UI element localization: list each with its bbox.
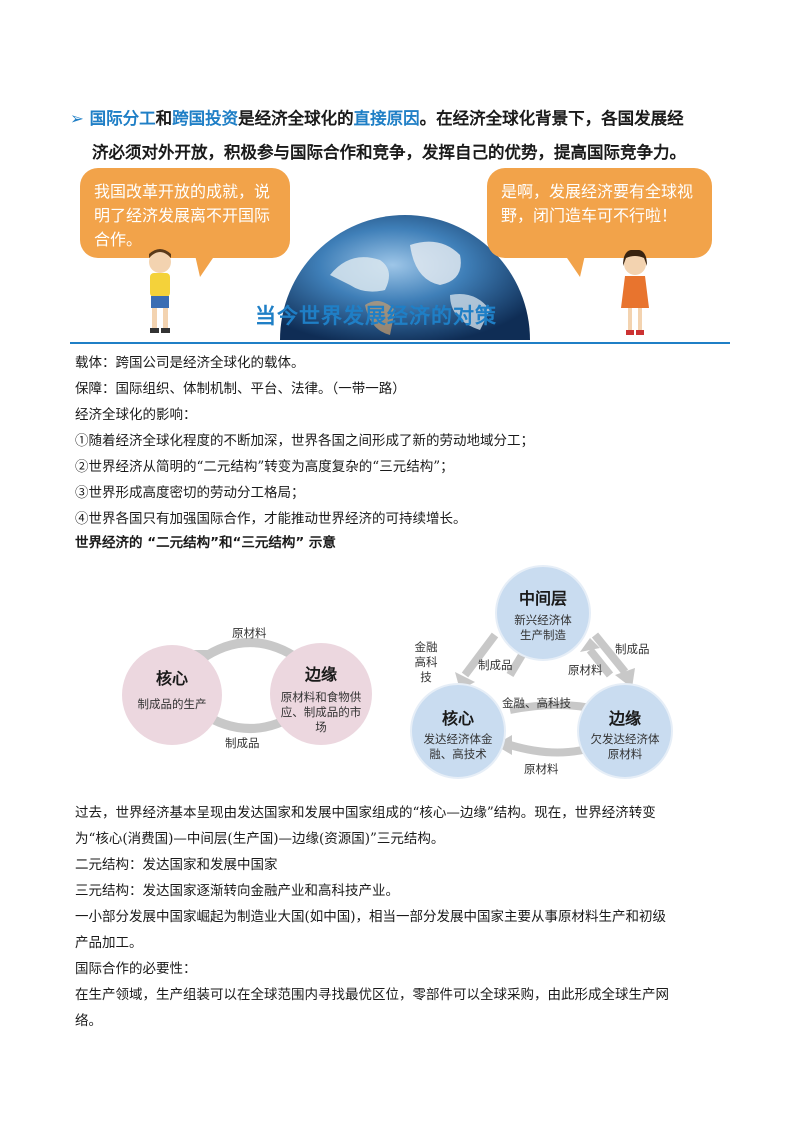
- triple-edge-subtitle: 欠发达经济体原材料: [590, 732, 660, 761]
- bubble-tail-right: [565, 255, 585, 277]
- boy-cartoon-icon: [149, 249, 171, 333]
- triple-mid-subtitle: 新兴经济体生产制造: [514, 613, 572, 642]
- text-line-impact-3: ③世界形成高度密切的劳动分工格局；: [75, 485, 305, 501]
- globe-title: 当今世界发展经济的对策: [255, 304, 497, 328]
- triple-mid-circle: 中间层 新兴经济体生产制造: [495, 565, 591, 661]
- dual-edge-circle: 边缘 原材料和食物供应、制成品的市场: [270, 643, 372, 745]
- para-line-6: 产品加工。: [75, 935, 143, 951]
- text-line-impact-4: ④世界各国只有加强国际合作，才能推动世界经济的可持续增长。: [75, 511, 467, 527]
- dual-label-manuf: 制成品: [225, 736, 260, 750]
- speech-bubble-right: 是啊，发展经济要有全球视野，闭门造车可不行啦！: [487, 168, 712, 258]
- intro-line-1: ➢ 国际分工和跨国投资是经济全球化的直接原因。在经济全球化背景下，各国发展经: [70, 102, 720, 136]
- dual-core-title: 核心: [155, 669, 188, 688]
- term-investment: 跨国投资: [172, 109, 239, 128]
- triple-core-subtitle: 发达经济体金融、高技术: [423, 732, 493, 761]
- triple-core-title: 核心: [441, 709, 474, 728]
- text-line1-tail: 。在经济全球化背景下，各国发展经: [419, 109, 684, 128]
- triple-label-finance: 金融高科技: [414, 640, 438, 684]
- girl-cartoon-icon: [621, 250, 649, 335]
- triple-label-manuf-left: 制成品: [478, 658, 513, 672]
- para-line-1: 过去，世界经济基本呈现由发达国家和发展中国家组成的“核心—边缘”结构。现在，世界…: [75, 805, 656, 821]
- text-line-impact-2: ②世界经济从简明的“二元结构”转变为高度复杂的“三元结构”；: [75, 459, 454, 475]
- dual-edge-title: 边缘: [304, 665, 337, 684]
- text-line-impact-heading: 经济全球化的影响：: [75, 407, 197, 423]
- diagram-heading: 世界经济的 “二元结构”和“三元结构” 示意: [75, 535, 336, 551]
- triple-label-raw-bottom: 原材料: [524, 762, 559, 776]
- triple-edge-circle: 边缘 欠发达经济体原材料: [577, 683, 673, 779]
- text-line-impact-1: ①随着经济全球化程度的不断加深，世界各国之间形成了新的劳动地域分工；: [75, 433, 534, 449]
- speech-bubble-left: 我国改革开放的成就，说明了经济发展离不开国际合作。: [80, 168, 290, 258]
- triple-label-finance-tech: 金融、高科技: [502, 696, 571, 710]
- header-divider: [70, 342, 730, 344]
- dual-label-raw: 原材料: [232, 626, 267, 640]
- dual-core-circle: 核心 制成品的生产: [122, 645, 222, 745]
- para-line-8: 在生产领域，生产组装可以在全球范围内寻找最优区位，零部件可以全球采购，由此形成全…: [75, 987, 669, 1003]
- term-direct-cause: 直接原因: [353, 109, 420, 128]
- bubble-tail-left: [195, 255, 215, 277]
- triple-label-manuf-right: 制成品: [615, 642, 650, 656]
- bullet-arrow-icon: ➢: [70, 109, 90, 128]
- intro-line-2: 济必须对外开放，积极参与国际合作和竞争，发挥自己的优势，提高国际竞争力。: [92, 143, 686, 162]
- para-line-2: 为“核心(消费国)—中间层(生产国)—边缘(资源国)”三元结构。: [75, 831, 445, 847]
- triple-label-raw-mid: 原材料: [568, 663, 603, 677]
- dual-edge-subtitle: 原材料和食物供应、制成品的市场: [280, 690, 362, 734]
- para-line-9: 络。: [75, 1013, 102, 1029]
- globe-illustration: [280, 215, 530, 340]
- para-line-7: 国际合作的必要性：: [75, 961, 197, 977]
- term-division: 国际分工: [89, 109, 156, 128]
- text-line-guarantee: 保障：国际组织、体制机制、平台、法律。（一带一路）: [75, 381, 406, 397]
- para-line-5: 一小部分发展中国家崛起为制造业大国(如中国)，相当一部分发展中国家主要从事原材料…: [75, 909, 667, 925]
- triple-mid-title: 中间层: [518, 589, 567, 608]
- triple-core-circle: 核心 发达经济体金融、高技术: [410, 683, 506, 779]
- para-line-3: 二元结构：发达国家和发展中国家: [75, 857, 278, 873]
- dual-core-subtitle: 制成品的生产: [137, 697, 207, 711]
- text-and: 和: [155, 109, 173, 128]
- text-line-carrier: 载体：跨国公司是经济全球化的载体。: [75, 355, 305, 371]
- para-line-4: 三元结构：发达国家逐渐转向金融产业和高科技产业。: [75, 883, 399, 899]
- triple-edge-title: 边缘: [608, 709, 641, 728]
- text-cause-lead: 是经济全球化的: [238, 109, 354, 128]
